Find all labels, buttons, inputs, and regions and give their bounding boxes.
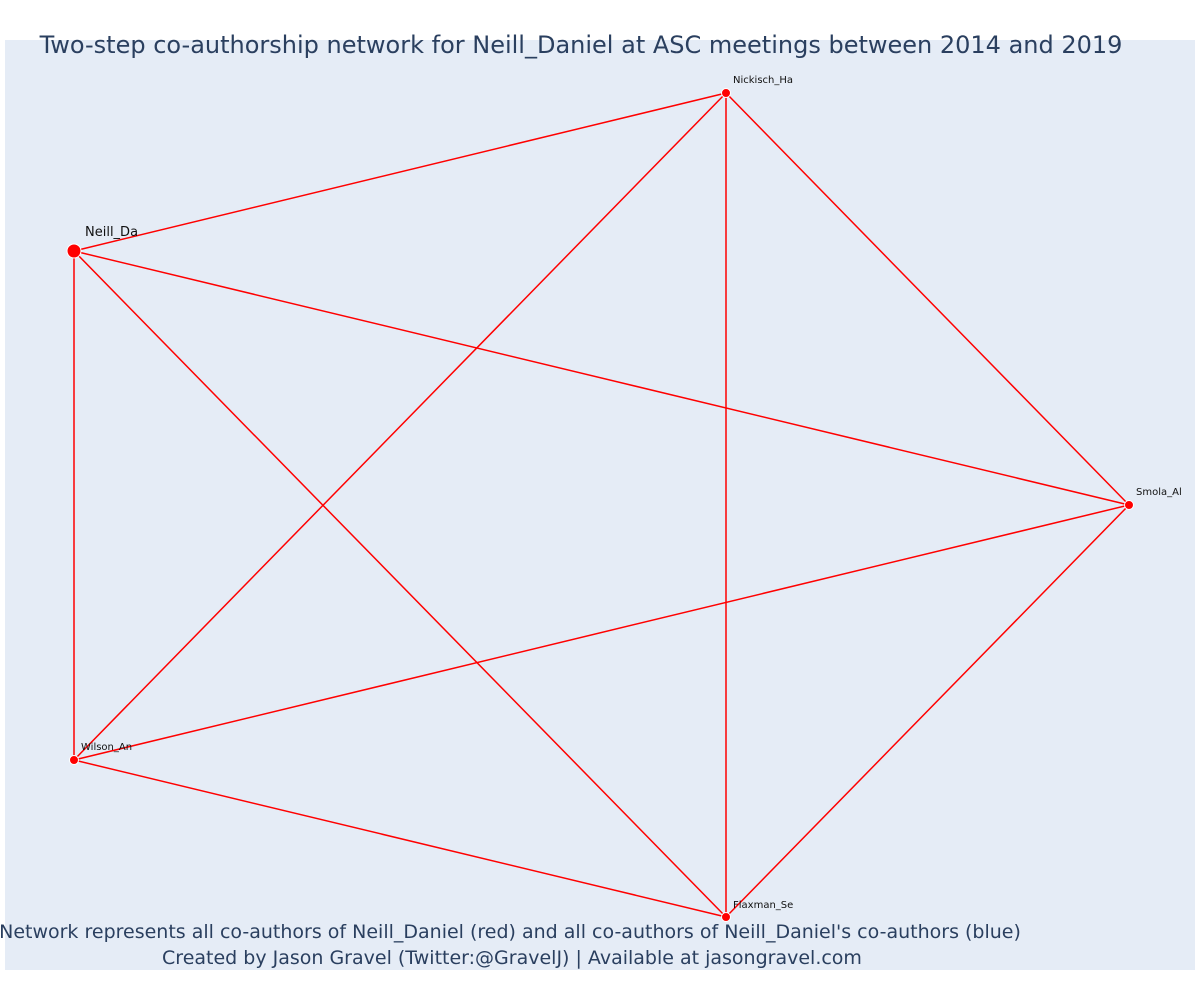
caption-line-2: Created by Jason Gravel (Twitter:@Gravel… xyxy=(162,947,862,969)
node-wilson xyxy=(69,755,79,765)
plot-background xyxy=(5,40,1195,970)
node-label-neill: Neill_Da xyxy=(85,225,138,240)
node-nickisch xyxy=(721,88,731,98)
node-neill xyxy=(66,243,82,259)
node-flaxman xyxy=(721,912,731,922)
node-smola xyxy=(1124,500,1134,510)
node-label-smola: Smola_Al xyxy=(1136,487,1182,498)
edges-layer xyxy=(73,92,1130,918)
edge-flaxman-wilson xyxy=(73,759,727,918)
caption-line-1: Network represents all co-authors of Nei… xyxy=(0,921,1021,943)
node-label-wilson: Wilson_An xyxy=(81,742,132,753)
edge-smola-wilson xyxy=(73,504,1130,761)
nodes-layer xyxy=(66,88,1134,922)
edge-nickisch-wilson xyxy=(73,92,727,761)
node-label-flaxman: Flaxman_Se xyxy=(733,900,793,911)
edge-smola-flaxman xyxy=(725,504,1130,918)
edge-neill-smola xyxy=(73,250,1130,506)
edge-neill-nickisch xyxy=(73,92,727,252)
node-label-nickisch: Nickisch_Ha xyxy=(733,75,793,86)
edge-neill-flaxman xyxy=(73,250,727,918)
chart-title: Two-step co-authorship network for Neill… xyxy=(39,31,1123,59)
edge-nickisch-smola xyxy=(725,92,1130,506)
